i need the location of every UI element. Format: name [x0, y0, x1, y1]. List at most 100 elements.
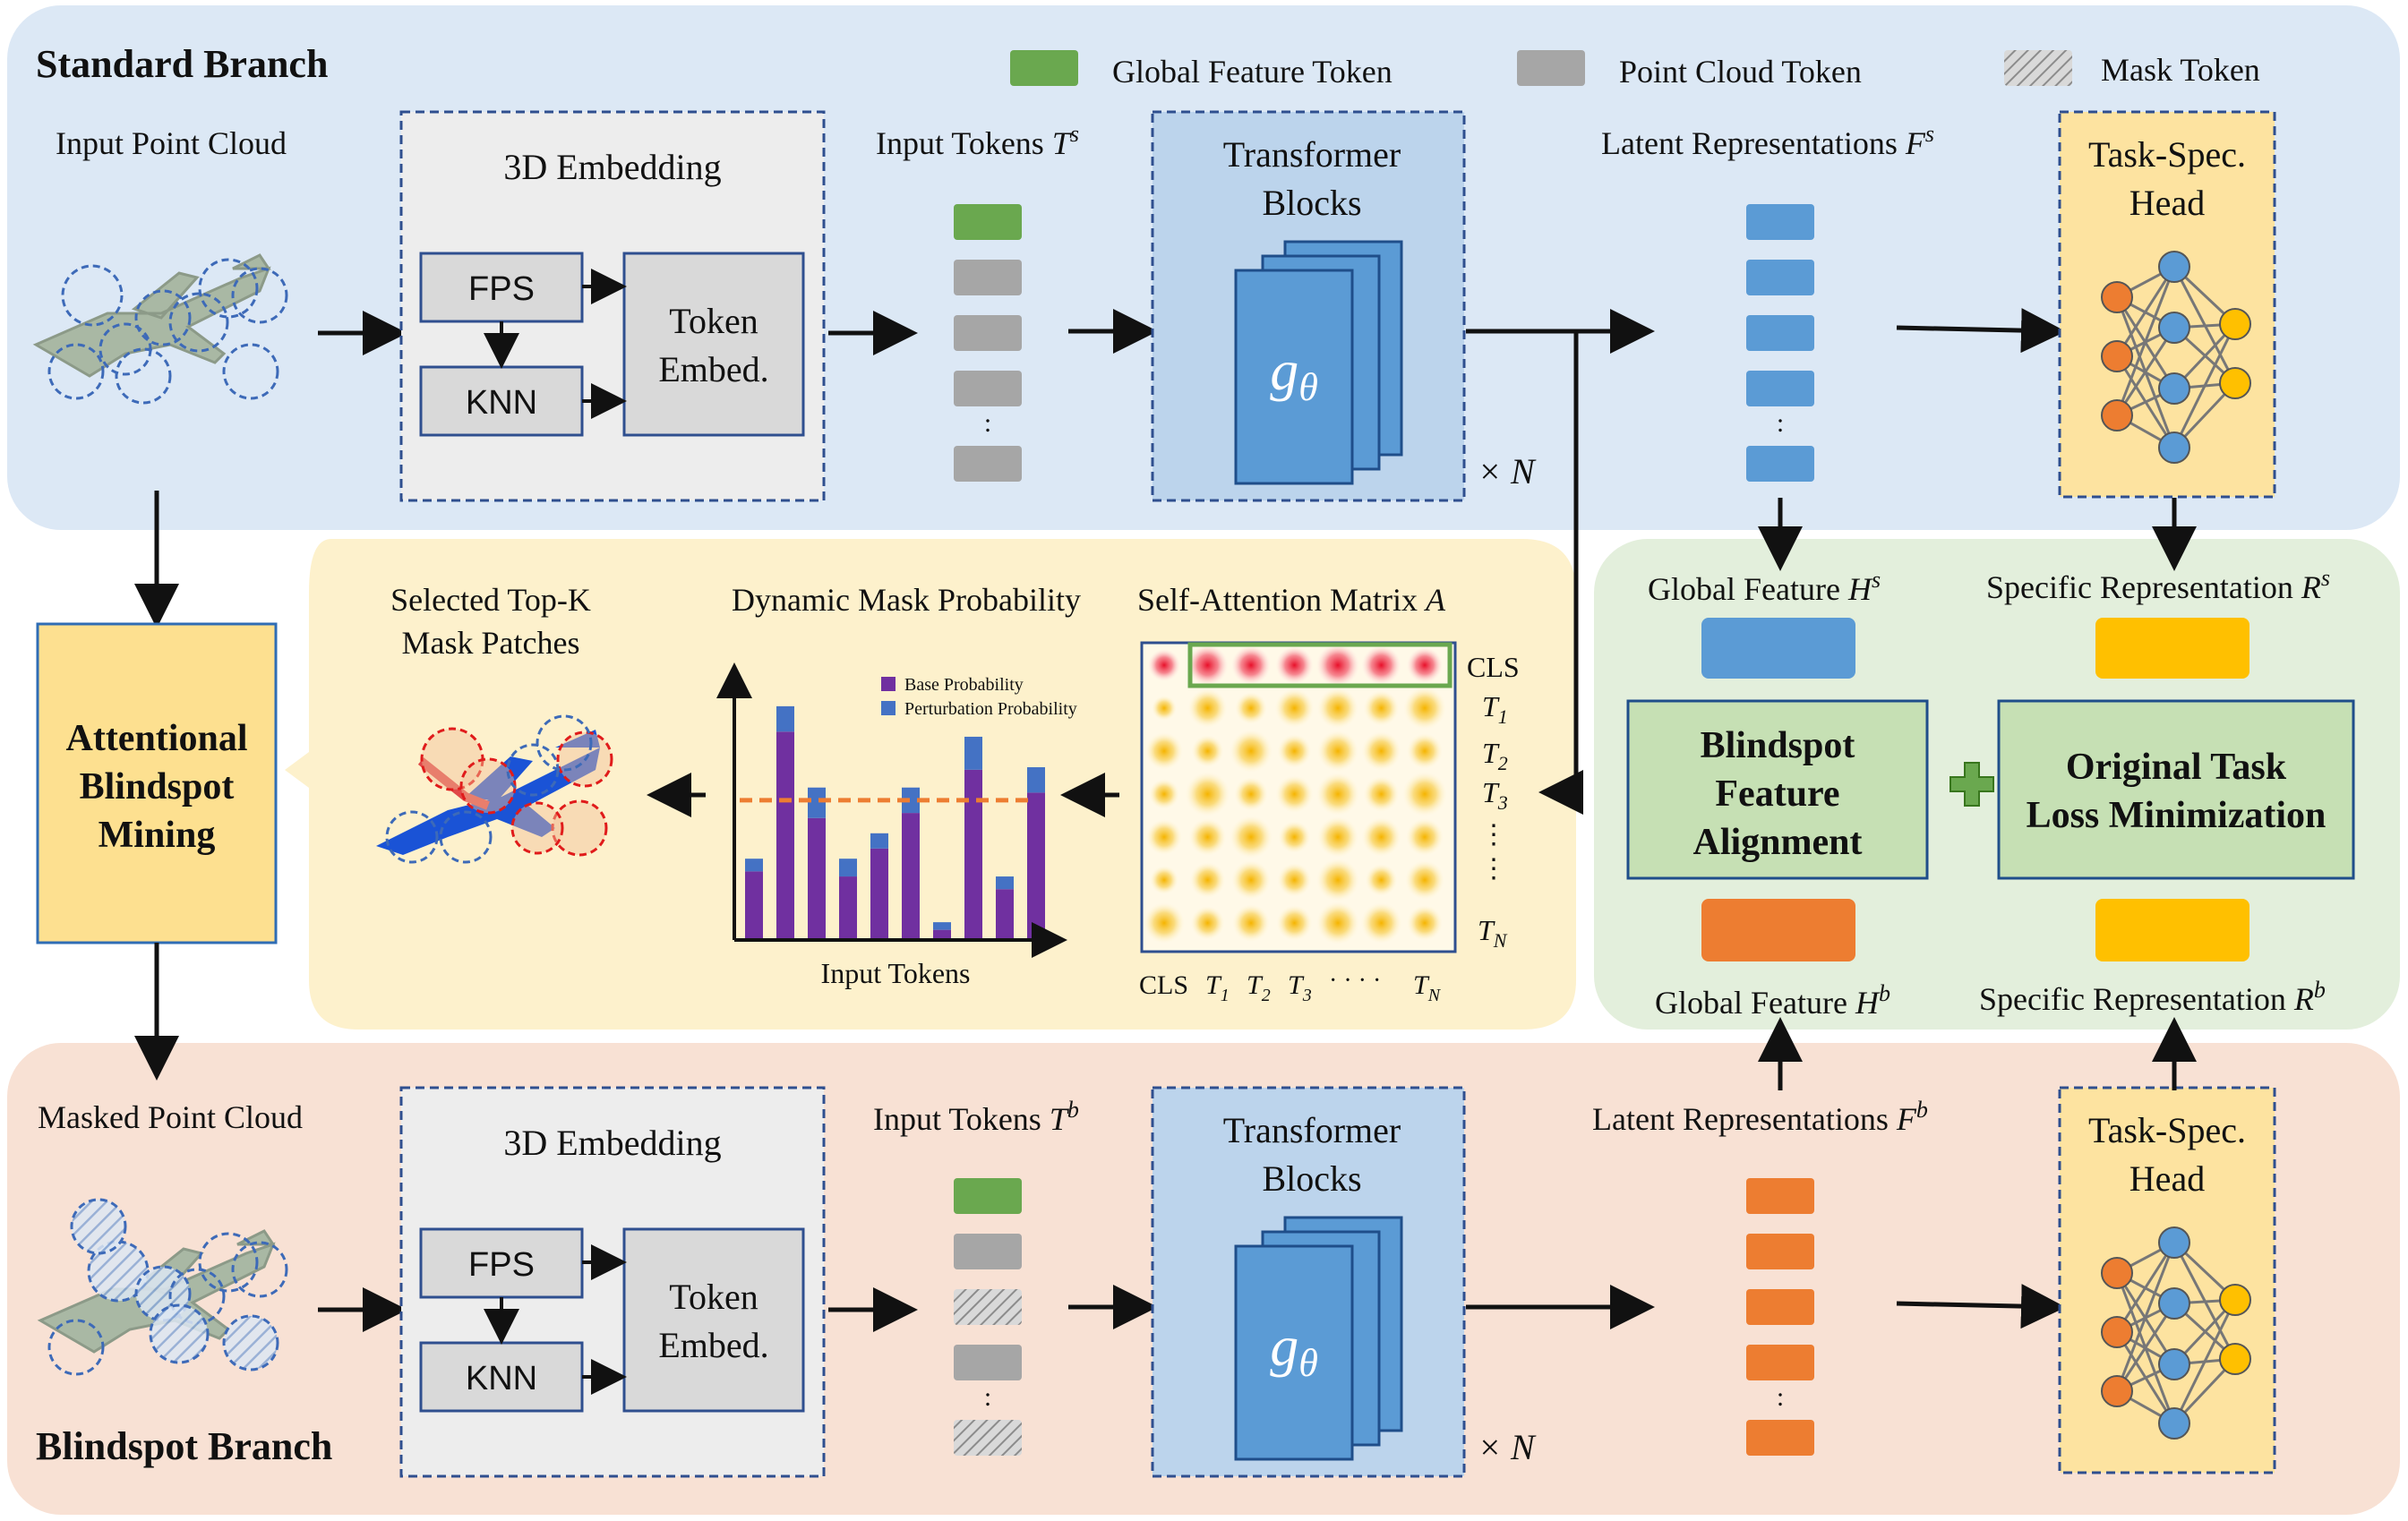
arrow-latent-to-head-b — [1896, 1284, 2066, 1329]
bfa-line1: Blindspot — [1701, 725, 1855, 766]
task-head-line1-s: Task-Spec. — [2088, 134, 2246, 175]
g-theta-label-b: gθ — [1270, 1314, 1318, 1385]
otl-line1: Original Task — [2066, 747, 2287, 788]
legend-base-swatch — [881, 677, 896, 691]
point-token-s-3 — [954, 371, 1022, 406]
global-feature-hb-label: Global Feature Hb — [1655, 980, 1890, 1021]
spec-rep-rs-block — [2095, 618, 2249, 679]
attention-cell-4-5 — [1361, 817, 1401, 857]
point-token-b-2 — [954, 1345, 1022, 1380]
legend-global-swatch — [1010, 50, 1078, 86]
selected-topk-line1: Selected Top-K — [390, 582, 591, 618]
global-feature-hs-label: Global Feature Hs — [1648, 567, 1881, 607]
row-label-dots: ⋮ — [1480, 820, 1507, 850]
otl-box — [1997, 699, 2355, 880]
attention-cell-1-1 — [1187, 688, 1228, 728]
row-label-dots-2: ⋮ — [1480, 854, 1507, 884]
blindspot-branch-title: Blindspot Branch — [36, 1424, 332, 1468]
col-label-tn: TN — [1413, 970, 1442, 1005]
perturb-bar-1 — [745, 859, 763, 872]
legend-perturb-text: Perturbation Probability — [904, 699, 1077, 719]
token-embed-line1-b: Token — [669, 1277, 758, 1317]
latent-dots-b: : — [1777, 1382, 1784, 1412]
times-n-label-s: × N — [1478, 451, 1537, 491]
attention-cell-1-4 — [1317, 688, 1358, 729]
attention-cell-5-6 — [1405, 860, 1444, 900]
attention-cell-0-0 — [1148, 649, 1180, 681]
token-embed-line1-s: Token — [669, 301, 758, 341]
row-label-t3: T3 — [1482, 776, 1508, 814]
selected-topk-line2: Mask Patches — [402, 625, 580, 661]
latent-label-b: Latent Representations Fb — [1592, 1097, 1928, 1137]
attention-cell-0-3 — [1275, 646, 1314, 684]
mask-token-b-n — [954, 1420, 1022, 1456]
legend-mask-label: Mask Token — [2101, 52, 2260, 88]
token-embed-box-b — [622, 1227, 805, 1413]
token-embed-line2-b: Embed. — [658, 1325, 768, 1365]
global-token-b — [954, 1178, 1022, 1214]
base-bar-3 — [808, 817, 826, 940]
attention-cell-1-3 — [1274, 688, 1315, 728]
masked-point-cloud-label: Masked Point Cloud — [38, 1099, 303, 1135]
chart-x-axis-label: Input Tokens — [821, 957, 971, 989]
perturb-bar-4 — [839, 859, 857, 877]
task-head-line2-b: Head — [2129, 1158, 2205, 1199]
attention-cell-0-1 — [1187, 645, 1229, 686]
attention-cell-4-3 — [1278, 821, 1311, 853]
attention-cell-3-0 — [1149, 779, 1179, 809]
perturb-bar-6 — [902, 787, 920, 814]
latent-dots-s: : — [1777, 408, 1784, 438]
spec-rep-rb-block — [2095, 899, 2249, 961]
mask-token-b-1 — [954, 1289, 1022, 1325]
neural-net-icon-s — [2101, 251, 2251, 464]
attention-cell-4-6 — [1406, 818, 1444, 856]
bfa-line3: Alignment — [1693, 822, 1863, 863]
input-point-cloud-label: Input Point Cloud — [56, 125, 287, 161]
attention-cell-4-1 — [1188, 818, 1227, 856]
spec-rep-rs-label: Specific Representation Rs — [1986, 565, 2330, 605]
transformer-line1-b: Transformer — [1223, 1110, 1401, 1150]
attention-cell-2-2 — [1230, 730, 1273, 773]
fps-box-b — [419, 1227, 584, 1299]
tokens-dots-b: : — [984, 1382, 991, 1412]
perturb-bar-9 — [996, 876, 1014, 890]
standard-branch-title: Standard Branch — [36, 42, 328, 86]
spec-rep-rb-label: Specific Representation Rb — [1979, 977, 2326, 1017]
attention-cell-6-5 — [1360, 902, 1402, 944]
latent-token-b-n — [1746, 1420, 1814, 1456]
base-bar-5 — [870, 848, 888, 940]
knn-label-b: KNN — [466, 1360, 537, 1397]
global-token-s — [954, 204, 1022, 240]
mining-block-line1: Attentional — [66, 718, 248, 759]
legend-perturb-swatch — [881, 701, 896, 715]
attention-cell-6-4 — [1316, 901, 1359, 944]
perturb-bar-10 — [1027, 767, 1045, 793]
perturb-bar-7 — [933, 922, 951, 930]
perturb-bar-2 — [776, 705, 794, 732]
attention-cell-5-0 — [1150, 866, 1178, 894]
task-head-box-b — [2058, 1086, 2276, 1474]
masked-airplane-icon — [376, 714, 613, 864]
mining-block — [36, 622, 278, 944]
legend-point-label: Point Cloud Token — [1619, 54, 1862, 90]
attention-cell-5-3 — [1277, 863, 1312, 897]
attention-cell-5-4 — [1316, 859, 1359, 901]
base-bar-10 — [1027, 792, 1045, 940]
base-bar-9 — [996, 889, 1014, 940]
bfa-box — [1626, 699, 1929, 880]
latent-token-b-3 — [1746, 1289, 1814, 1325]
latent-token-s-2 — [1746, 260, 1814, 295]
dynamic-mask-title: Dynamic Mask Probability — [732, 582, 1081, 618]
masked-point-cloud-icon — [37, 1198, 288, 1376]
latent-token-s-1 — [1746, 204, 1814, 240]
times-n-label-b: × N — [1478, 1427, 1537, 1467]
legend-point-swatch — [1517, 50, 1585, 86]
fps-label-b: FPS — [468, 1246, 535, 1284]
attention-cell-6-3 — [1276, 905, 1313, 941]
attention-cell-6-0 — [1144, 902, 1185, 944]
knn-box-s — [419, 365, 584, 437]
neural-net-icon-b — [2101, 1226, 2251, 1440]
otl-line2: Loss Minimization — [2027, 795, 2327, 836]
latent-token-b-4 — [1746, 1345, 1814, 1380]
global-feature-hb-block — [1701, 899, 1855, 961]
